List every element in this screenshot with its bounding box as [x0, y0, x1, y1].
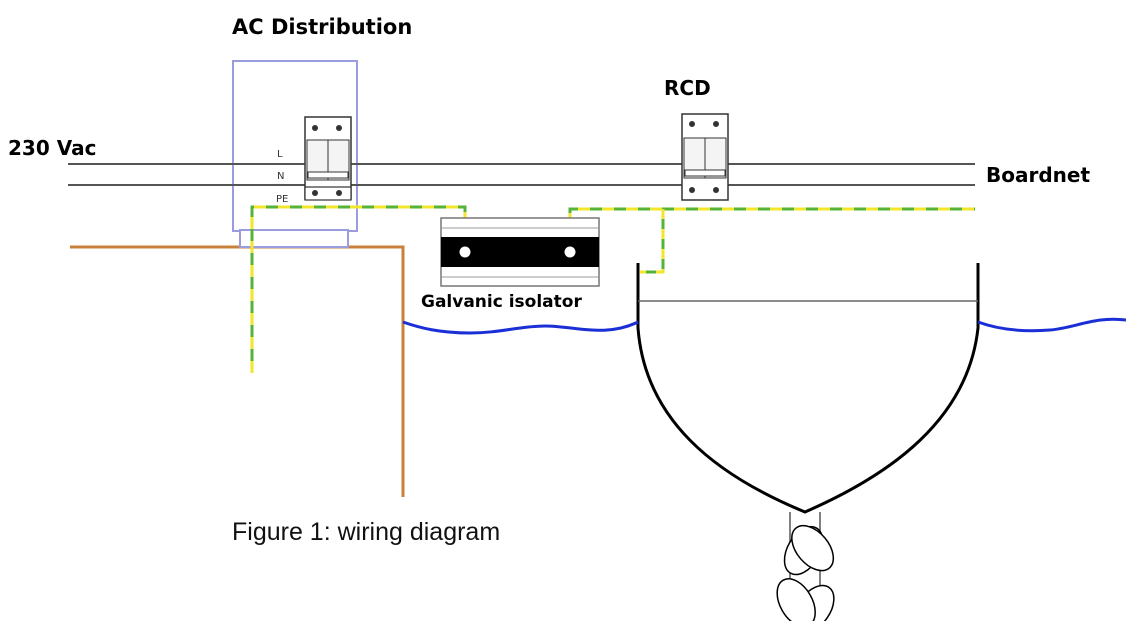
galvanic-isolator-label: Galvanic isolator	[421, 292, 582, 312]
pe-wire-hull-bond	[640, 209, 665, 274]
boat-hull	[636, 263, 980, 514]
line-terminal-label: L	[277, 149, 283, 160]
ac-distribution-base	[239, 229, 349, 248]
water-surface-right	[977, 317, 1126, 333]
main-breaker	[304, 116, 352, 200]
galvanic-isolator	[440, 217, 600, 287]
ac-distribution-label: AC Distribution	[232, 15, 412, 39]
pe-terminal	[304, 186, 352, 201]
pe-terminal-label: PE	[276, 194, 288, 205]
rcd-label: RCD	[664, 76, 711, 100]
rcd-device	[681, 113, 729, 201]
supply-voltage-label: 230 Vac	[8, 136, 96, 160]
neutral-terminal-label: N	[277, 171, 284, 182]
shore-ground-wire	[70, 245, 405, 497]
boardnet-label: Boardnet	[986, 163, 1090, 187]
propeller	[776, 524, 835, 621]
pe-wire-boat-side	[568, 207, 975, 225]
protective-earth-wiring	[250, 205, 975, 373]
water-surface-left	[402, 320, 639, 335]
figure-caption: Figure 1: wiring diagram	[232, 518, 500, 546]
